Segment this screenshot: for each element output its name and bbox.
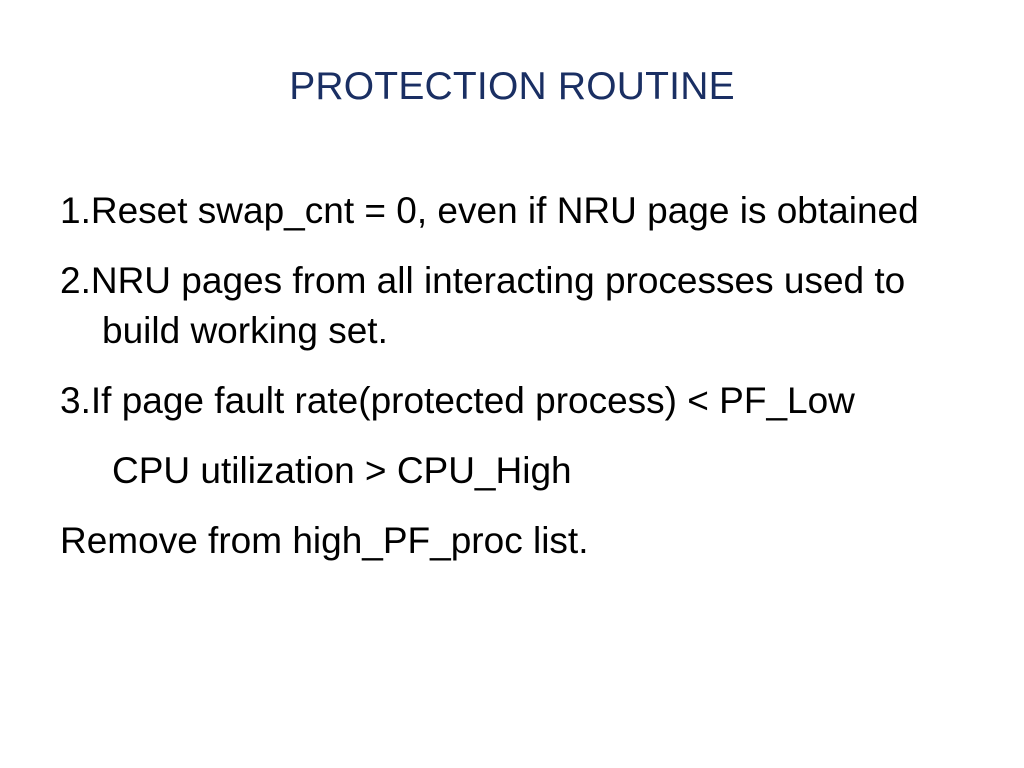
list-item: Remove from high_PF_proc list. <box>60 520 589 561</box>
slide-body: 1.Reset swap_cnt = 0, even if NRU page i… <box>60 186 960 566</box>
list-item: 2.NRU pages from all interacting process… <box>60 260 906 351</box>
list-item: 1.Reset swap_cnt = 0, even if NRU page i… <box>60 190 919 231</box>
page-title: PROTECTION ROUTINE <box>289 65 735 108</box>
list-item: CPU utilization > CPU_High <box>112 450 572 491</box>
list-item: 3.If page fault rate(protected process) … <box>60 380 855 421</box>
